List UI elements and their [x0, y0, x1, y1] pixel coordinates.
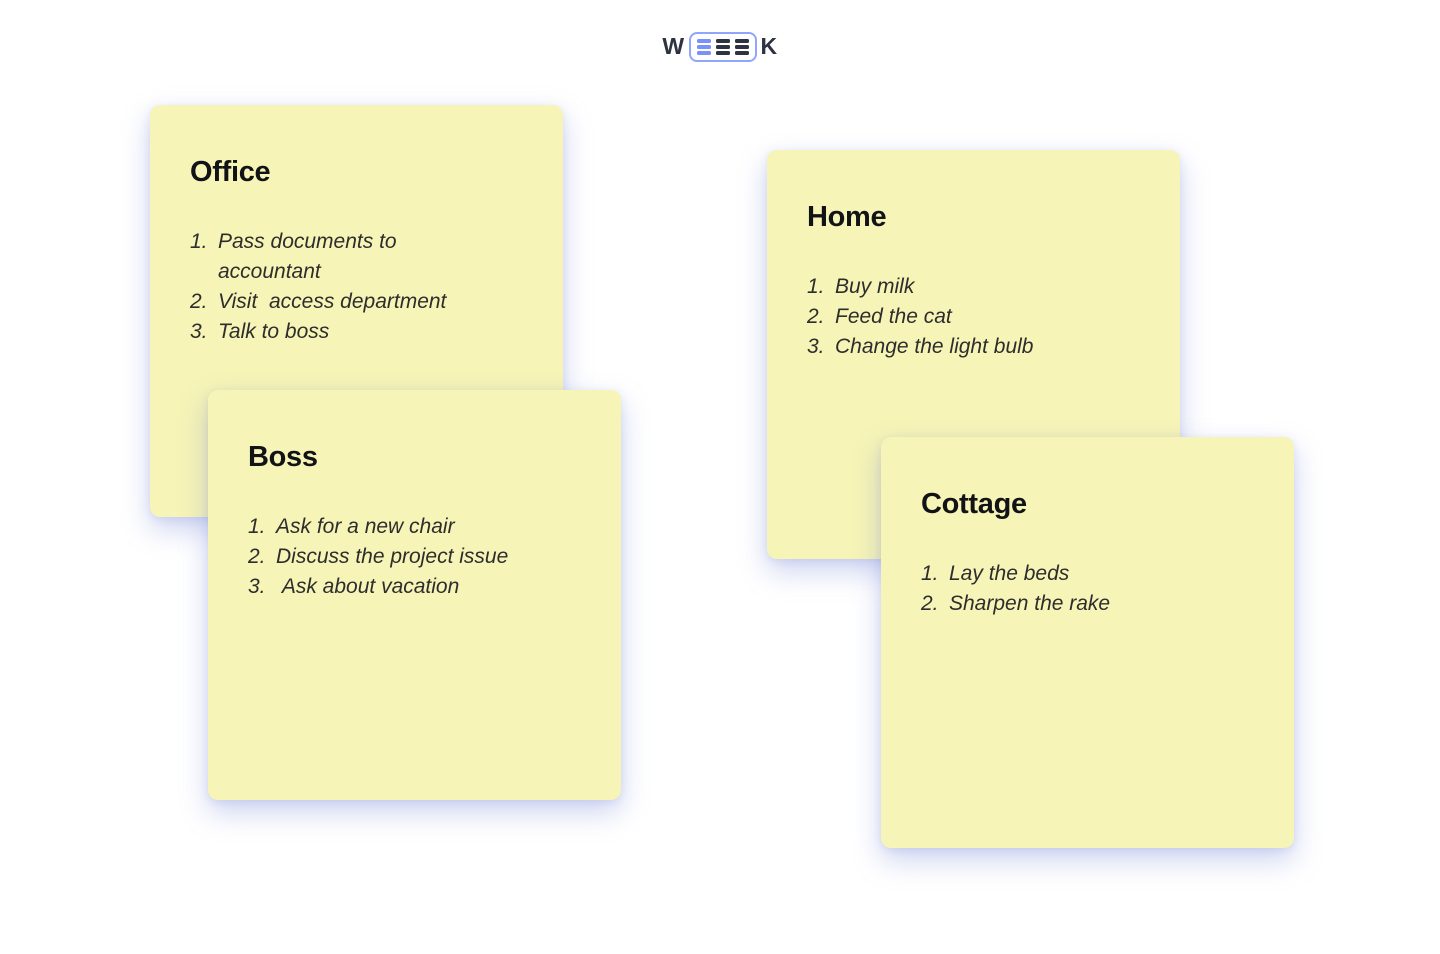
task-item: 1. Pass documents to accountant: [190, 227, 523, 287]
logo-e-box: [688, 32, 757, 62]
task-number: 1.: [921, 562, 939, 585]
task-item: 2. Visit access department: [190, 287, 523, 317]
task-item: 2. Sharpen the rake: [921, 589, 1254, 619]
note-title: Home: [807, 201, 887, 233]
task-number: 3.: [248, 575, 266, 598]
task-text: Feed the cat: [835, 305, 952, 328]
task-number: 2.: [248, 545, 266, 568]
task-item: 2. Discuss the project issue: [248, 542, 581, 572]
task-number: 2.: [921, 592, 939, 615]
task-text: Sharpen the rake: [949, 592, 1111, 615]
task-text: Discuss the project issue: [276, 545, 509, 568]
task-list: 1. Buy milk 2. Feed the cat 3. Change th…: [807, 272, 1140, 362]
task-number: 1.: [190, 230, 208, 253]
note-title: Boss: [248, 441, 318, 473]
task-number: 1.: [248, 515, 266, 538]
weeek-logo: W K: [0, 32, 1440, 62]
task-number: 2.: [807, 305, 825, 328]
logo-letter-w: W: [662, 33, 685, 60]
logo-letter-k: K: [760, 33, 778, 60]
task-text: Ask for a new chair: [276, 515, 455, 538]
task-item: 1. Lay the beds: [921, 559, 1254, 589]
task-number: 2.: [190, 290, 208, 313]
task-item: 1. Ask for a new chair: [248, 512, 581, 542]
task-item: 3. Talk to boss: [190, 317, 523, 347]
note-title: Cottage: [921, 488, 1027, 520]
logo-e-icon: [715, 39, 730, 55]
task-text: Ask about vacation: [276, 575, 460, 598]
task-text: Visit access department: [218, 290, 447, 313]
task-text: Buy milk: [835, 275, 915, 298]
task-item: 3. Ask about vacation: [248, 572, 581, 602]
task-list: 1. Lay the beds 2. Sharpen the rake: [921, 559, 1254, 619]
sticky-note-boss[interactable]: Boss 1. Ask for a new chair 2. Discuss t…: [208, 390, 621, 800]
logo-e-icon: [734, 39, 749, 55]
task-item: 3. Change the light bulb: [807, 332, 1140, 362]
note-title: Office: [190, 156, 271, 188]
task-text: Lay the beds: [949, 562, 1070, 585]
task-list: 1. Pass documents to accountant 2. Visit…: [190, 227, 523, 347]
task-item: 1. Buy milk: [807, 272, 1140, 302]
task-list: 1. Ask for a new chair 2. Discuss the pr…: [248, 512, 581, 602]
logo-e-icon: [696, 39, 711, 55]
task-text: Pass documents to accountant: [218, 230, 397, 283]
sticky-note-cottage[interactable]: Cottage 1. Lay the beds 2. Sharpen the r…: [881, 437, 1294, 848]
task-number: 3.: [807, 335, 825, 358]
task-text: Change the light bulb: [835, 335, 1034, 358]
task-number: 1.: [807, 275, 825, 298]
task-number: 3.: [190, 320, 208, 343]
task-item: 2. Feed the cat: [807, 302, 1140, 332]
task-text: Talk to boss: [218, 320, 330, 343]
